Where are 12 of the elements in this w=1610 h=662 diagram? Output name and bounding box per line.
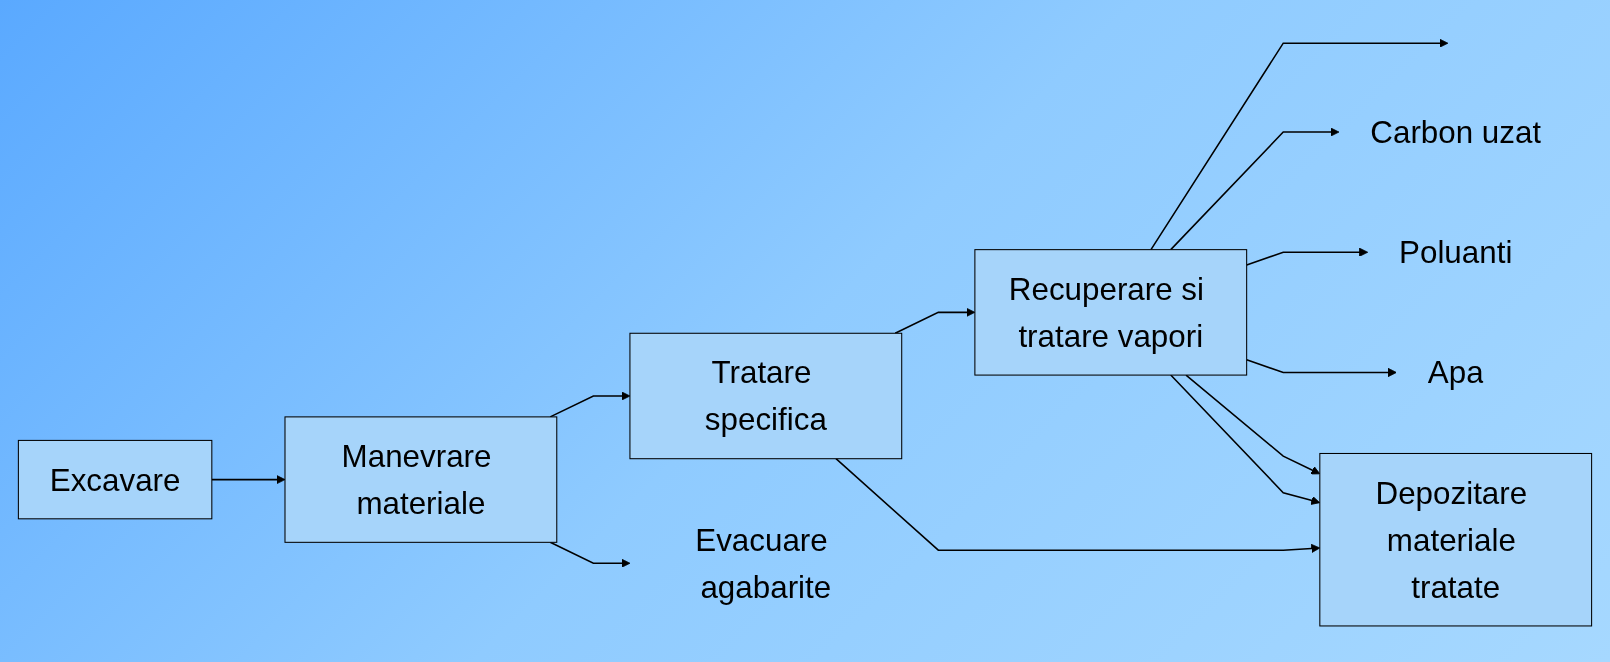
node-box: Depozitare materiale tratate — [1319, 453, 1593, 627]
node-text: Apa — [1427, 355, 1484, 391]
arrow — [1169, 127, 1340, 251]
arrow — [1150, 38, 1449, 251]
node-text: Carbon uzat — [1370, 115, 1542, 150]
node-text: Poluanti — [1399, 235, 1513, 270]
node-box: Excavare — [17, 440, 213, 520]
arrow — [549, 541, 631, 569]
node-box: Manevrare materiale — [284, 416, 558, 544]
node-text: Evacuare agabarite — [695, 522, 832, 605]
node-box: Recuperare si tratare vapori — [974, 249, 1248, 376]
node-box: Tratare specifica — [629, 333, 903, 460]
